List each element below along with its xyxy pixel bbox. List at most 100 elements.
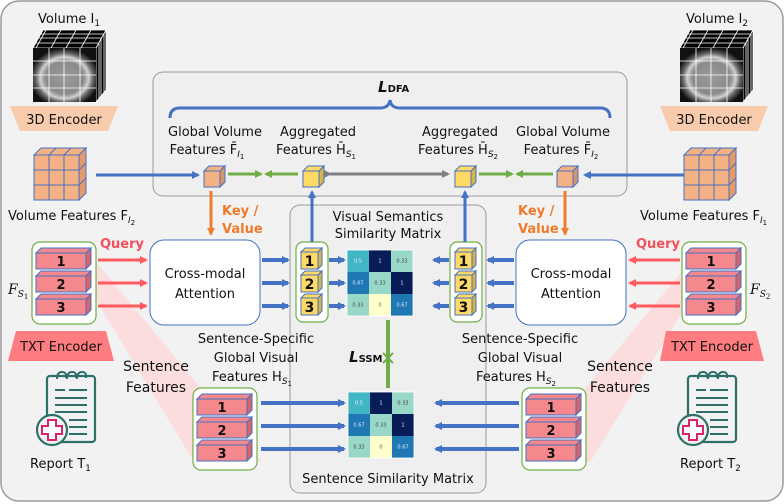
- key-value-right-label: Key /: [518, 204, 555, 219]
- matrix-cell: 0.33: [369, 272, 391, 294]
- volume-2-ct-cube: [679, 28, 754, 104]
- sentence-index: 3: [706, 301, 715, 316]
- key-value-right-label-2: Value: [518, 222, 559, 237]
- fs1-stack: 1 23: [34, 246, 93, 317]
- report-2-label: Report T2: [680, 457, 741, 474]
- matrix-cell: 0.67: [348, 414, 370, 436]
- matrix-cell-value: 0.33: [352, 303, 363, 309]
- visual-feature-cube: 3: [453, 292, 478, 317]
- txt-encoder-left-label: TXT Encoder: [19, 340, 102, 355]
- sentence-feature-bar: 2: [34, 269, 93, 294]
- sentence-index: 1: [305, 254, 315, 270]
- sentence-index: 3: [305, 300, 315, 316]
- sentence-feature-bar: 1: [34, 246, 93, 271]
- report-1-icon: [35, 370, 97, 447]
- encoder-3d-right-label: 3D Encoder: [676, 113, 752, 128]
- loss-ssm-label: LSSM: [349, 348, 383, 366]
- cross-modal-attention-right: [515, 239, 627, 326]
- visual-feature-cube: 2: [299, 269, 324, 294]
- aggregated-right-label: Aggregated: [422, 125, 498, 140]
- matrix-cell-value: 0.33: [374, 281, 385, 287]
- sentence-index: 2: [56, 278, 65, 293]
- matrix-cell-value: 0.67: [397, 445, 408, 451]
- matrix-cell-value: 0.33: [397, 401, 408, 407]
- matrix-cell: 0: [369, 294, 391, 316]
- cross-modal-right-label-2: Attention: [541, 287, 601, 302]
- cross-modal-right-label: Cross-modal: [531, 267, 612, 282]
- visual-matrix-title: Visual Semantics: [333, 210, 444, 225]
- volume-1-ct-cube: [32, 28, 107, 104]
- sentence-index: 3: [459, 300, 469, 316]
- sentence-index: 1: [546, 401, 555, 416]
- sentence-feature-bar: 1: [524, 392, 583, 417]
- aggregated-left-label: Aggregated: [280, 125, 356, 140]
- matrix-cell-value: 0.5: [355, 401, 363, 407]
- sentence-index: 2: [706, 278, 715, 293]
- matrix-cell: 0.33: [347, 294, 369, 316]
- sentence-features-right-label-2: Features: [590, 380, 650, 396]
- visual-feature-cube: 1: [453, 246, 478, 271]
- sentence-features-left-label: Sentence: [123, 359, 189, 375]
- matrix-cell-value: 0.67: [352, 281, 363, 287]
- global-volume-left-label-2: Features F̄I1: [170, 143, 245, 161]
- sentence-feature-bar: 3: [34, 292, 93, 317]
- txt-encoder-right-label: TXT Encoder: [670, 340, 753, 355]
- matrix-cell-value: 0.33: [353, 445, 364, 451]
- sentence-matrix-title: Sentence Similarity Matrix: [302, 472, 474, 487]
- matrix-cell: 0.67: [391, 294, 413, 316]
- matrix-cell-value: 1: [401, 423, 404, 429]
- fs2-label: FS2: [749, 282, 770, 301]
- sentence-specific-left-label-2: Global Visual: [214, 351, 298, 366]
- encoder-3d-right-shape: [660, 106, 768, 131]
- matrix-cell: 0.67: [347, 272, 369, 294]
- sentence-feature-bar: 1: [195, 392, 254, 417]
- matrix-cell-value: 0.33: [396, 259, 407, 265]
- query-left-label: Query: [100, 237, 145, 252]
- cross-modal-left-label-2: Attention: [175, 287, 235, 302]
- visual-feature-cube: 1: [299, 246, 324, 271]
- key-value-left-label: Key /: [222, 204, 259, 219]
- matrix-cell-value: 0.33: [375, 423, 386, 429]
- sentence-features-right-label: Sentence: [587, 359, 653, 375]
- sentence-feature-bar: 2: [195, 415, 254, 440]
- sentence-index: 2: [546, 424, 555, 439]
- sentence-feature-bar: 1: [684, 246, 743, 271]
- matrix-cell-value: 1: [379, 401, 382, 407]
- matrix-cell-value: 0.67: [353, 423, 364, 429]
- sentence-stack-left: 12 3: [195, 392, 254, 463]
- matrix-cell: 0.33: [391, 250, 413, 272]
- matrix-cell-value: 1: [400, 281, 403, 287]
- matrix-cell: 1: [369, 250, 391, 272]
- fs2-stack: 1 2 3: [684, 246, 743, 317]
- report-2-icon: [676, 370, 738, 447]
- sentence-index: 2: [305, 277, 315, 293]
- sentence-specific-left-label: Sentence-Specific: [198, 332, 314, 347]
- encoder-3d-left-label: 3D Encoder: [26, 113, 102, 128]
- matrix-cell: 0.33: [348, 436, 370, 458]
- matrix-cell: 0.5: [347, 250, 369, 272]
- sentence-stack-right: 123: [524, 392, 583, 463]
- dfa-panel: [152, 71, 628, 197]
- sentence-feature-bar: 2: [524, 415, 583, 440]
- encoder-3d-left-shape: [10, 106, 118, 131]
- matrix-cell-value: 1: [378, 259, 381, 265]
- global-volume-right-label-2: Features F̄I2: [524, 143, 599, 161]
- aggregated-left-cube: [301, 164, 326, 189]
- aggregated-right-cube: [453, 164, 478, 189]
- sentence-index: 1: [217, 401, 226, 416]
- ssm-link-marker: [382, 352, 394, 364]
- matrix-cell: 0.5: [348, 392, 370, 414]
- matrix-cell: 0.33: [370, 414, 392, 436]
- sentence-index: 3: [217, 447, 226, 462]
- query-arrows-right: [628, 256, 680, 310]
- volume-1-label: Volume I1: [38, 12, 100, 29]
- sentence-specific-right-label: Sentence-Specific: [462, 332, 578, 347]
- fs1-label: FS1: [7, 282, 28, 301]
- visual-feature-cube: 2: [453, 269, 478, 294]
- volume-2-label: Volume I2: [686, 12, 748, 29]
- aggregated-left-label-2: Features H̄S1: [276, 143, 356, 161]
- matrix-cell: 1: [370, 392, 392, 414]
- matrix-cell: 1: [391, 272, 413, 294]
